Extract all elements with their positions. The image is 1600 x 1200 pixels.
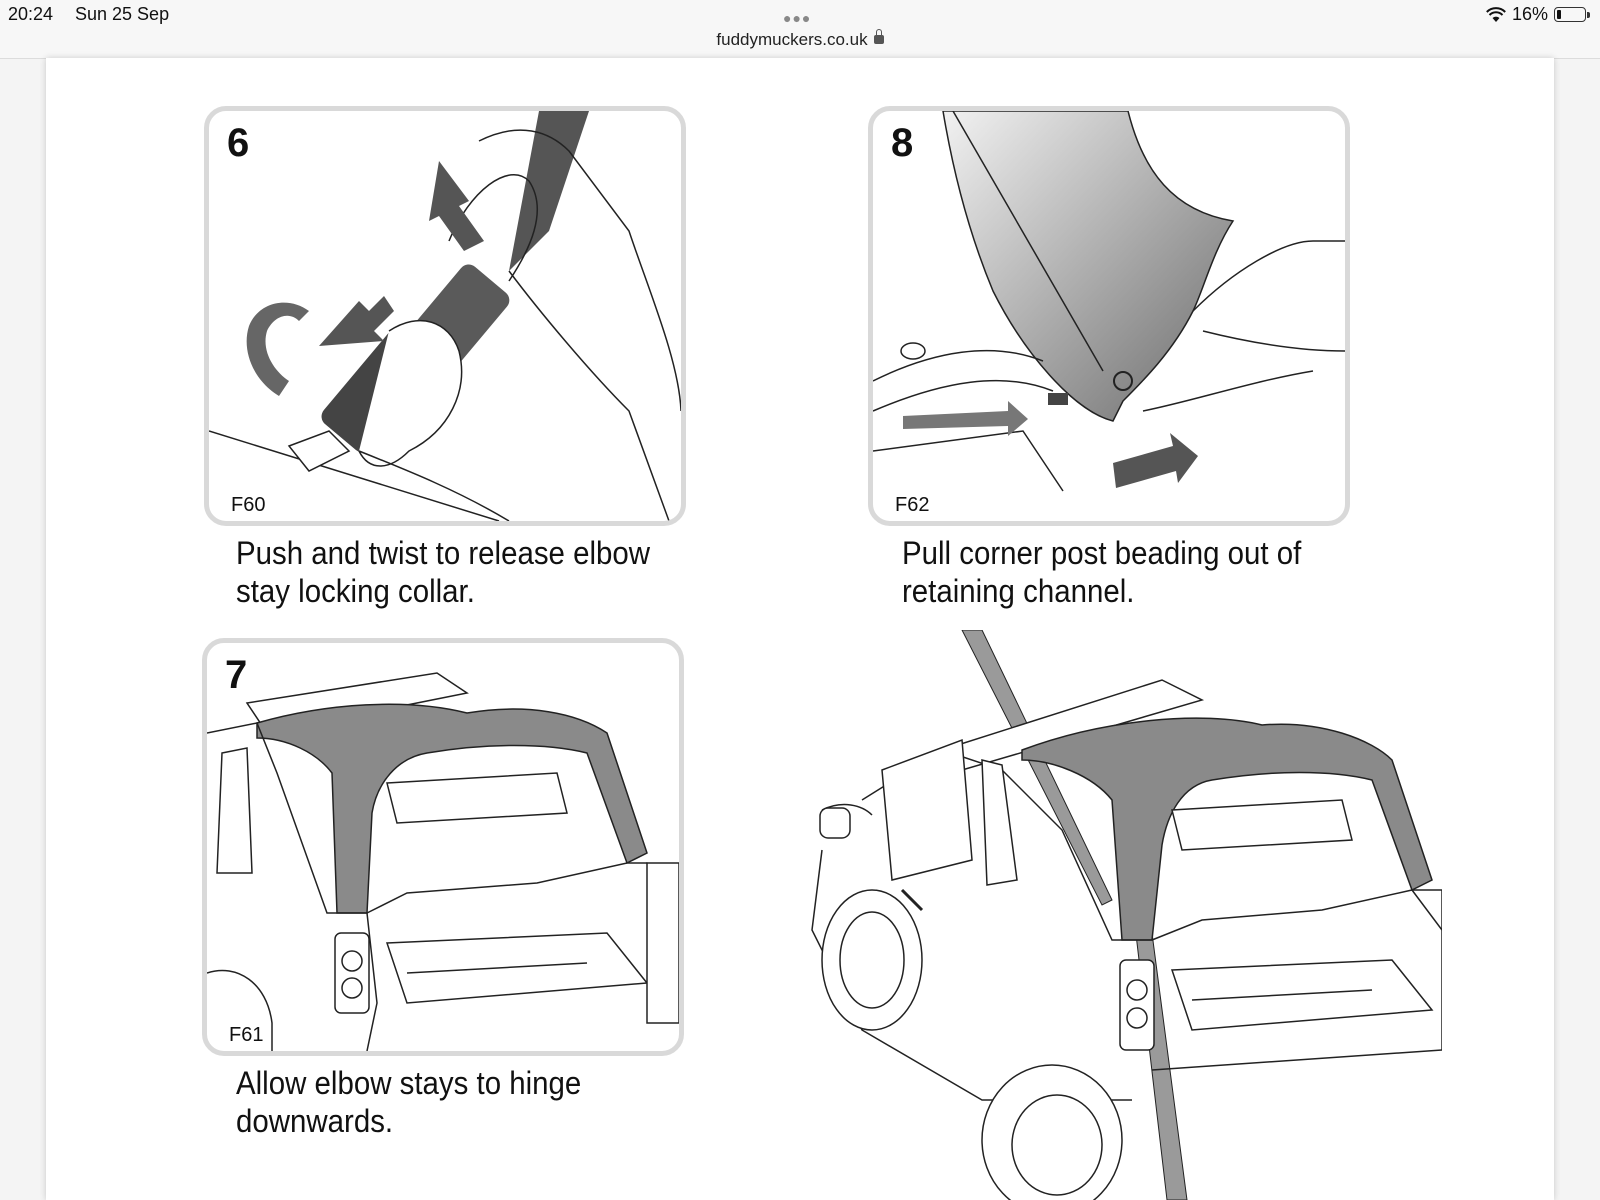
illustration-car-soft-top: [207, 672, 679, 1051]
caption-line: downwards.: [236, 1103, 394, 1139]
step-caption-6: Push and twist to release elbow stay loc…: [236, 534, 650, 610]
step-panel-7: 7 F61: [202, 638, 684, 1056]
manual-page: 6 F60 Push and twist to release elbow st…: [46, 58, 1554, 1200]
battery-percent: 16%: [1511, 4, 1548, 24]
caption-line: stay locking collar.: [236, 573, 475, 609]
url-text: fuddymuckers.co.uk: [716, 30, 868, 49]
illustration-car-corner-post: [811, 630, 1442, 1200]
status-bar: 20:24 Sun 25 Sep ●●● fuddymuckers.co.uk …: [0, 0, 1600, 59]
step-caption-8: Pull corner post beading out of retainin…: [902, 534, 1301, 610]
lock-icon: [873, 29, 884, 44]
caption-line: retaining channel.: [902, 573, 1135, 609]
step-number: 7: [225, 653, 248, 697]
figure-label: F61: [227, 1024, 266, 1047]
step-panel-8: 8 F62: [868, 106, 1350, 526]
status-date: Sun 25 Sep: [75, 4, 170, 24]
step-number: 6: [227, 121, 250, 165]
status-time: 20:24: [8, 4, 54, 24]
illustration-corner-post-beading: [873, 111, 1345, 492]
illustration-push-twist-collar: [209, 111, 681, 521]
step-caption-7: Allow elbow stays to hinge downwards.: [236, 1064, 581, 1140]
figure-label: F60: [229, 494, 268, 517]
caption-line: Push and twist to release elbow: [236, 535, 651, 571]
battery-level: [1557, 10, 1562, 19]
caption-line: Pull corner post beading out of: [902, 535, 1302, 571]
battery-icon: [1554, 7, 1590, 22]
more-options-icon[interactable]: ●●●: [783, 10, 812, 26]
figure-label: F62: [893, 494, 932, 517]
address-bar[interactable]: fuddymuckers.co.uk: [0, 29, 1600, 50]
step-number: 8: [891, 121, 914, 165]
step-panel-6: 6 F60: [204, 106, 686, 526]
system-status: 16%: [1486, 4, 1590, 25]
caption-line: Allow elbow stays to hinge: [236, 1065, 582, 1101]
wifi-icon: [1486, 6, 1506, 22]
